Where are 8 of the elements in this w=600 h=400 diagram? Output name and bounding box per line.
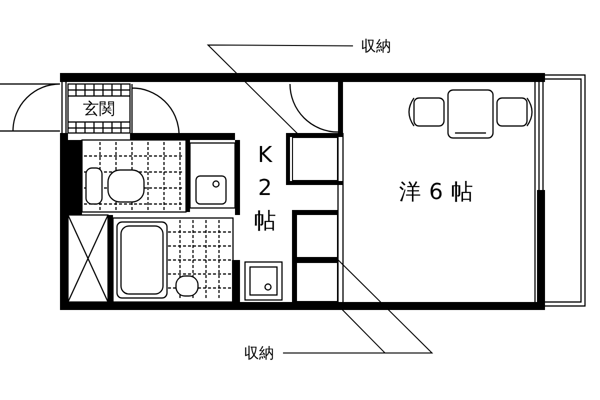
storage-label: 収納 bbox=[244, 344, 274, 362]
storage-label: 収納 bbox=[361, 36, 391, 56]
closet bbox=[292, 137, 338, 181]
closet bbox=[296, 262, 338, 302]
room-label: 玄関 bbox=[83, 98, 115, 120]
closet bbox=[296, 214, 338, 258]
room-label: K2帖 bbox=[254, 142, 276, 236]
room-label: 洋6帖 bbox=[399, 179, 481, 207]
